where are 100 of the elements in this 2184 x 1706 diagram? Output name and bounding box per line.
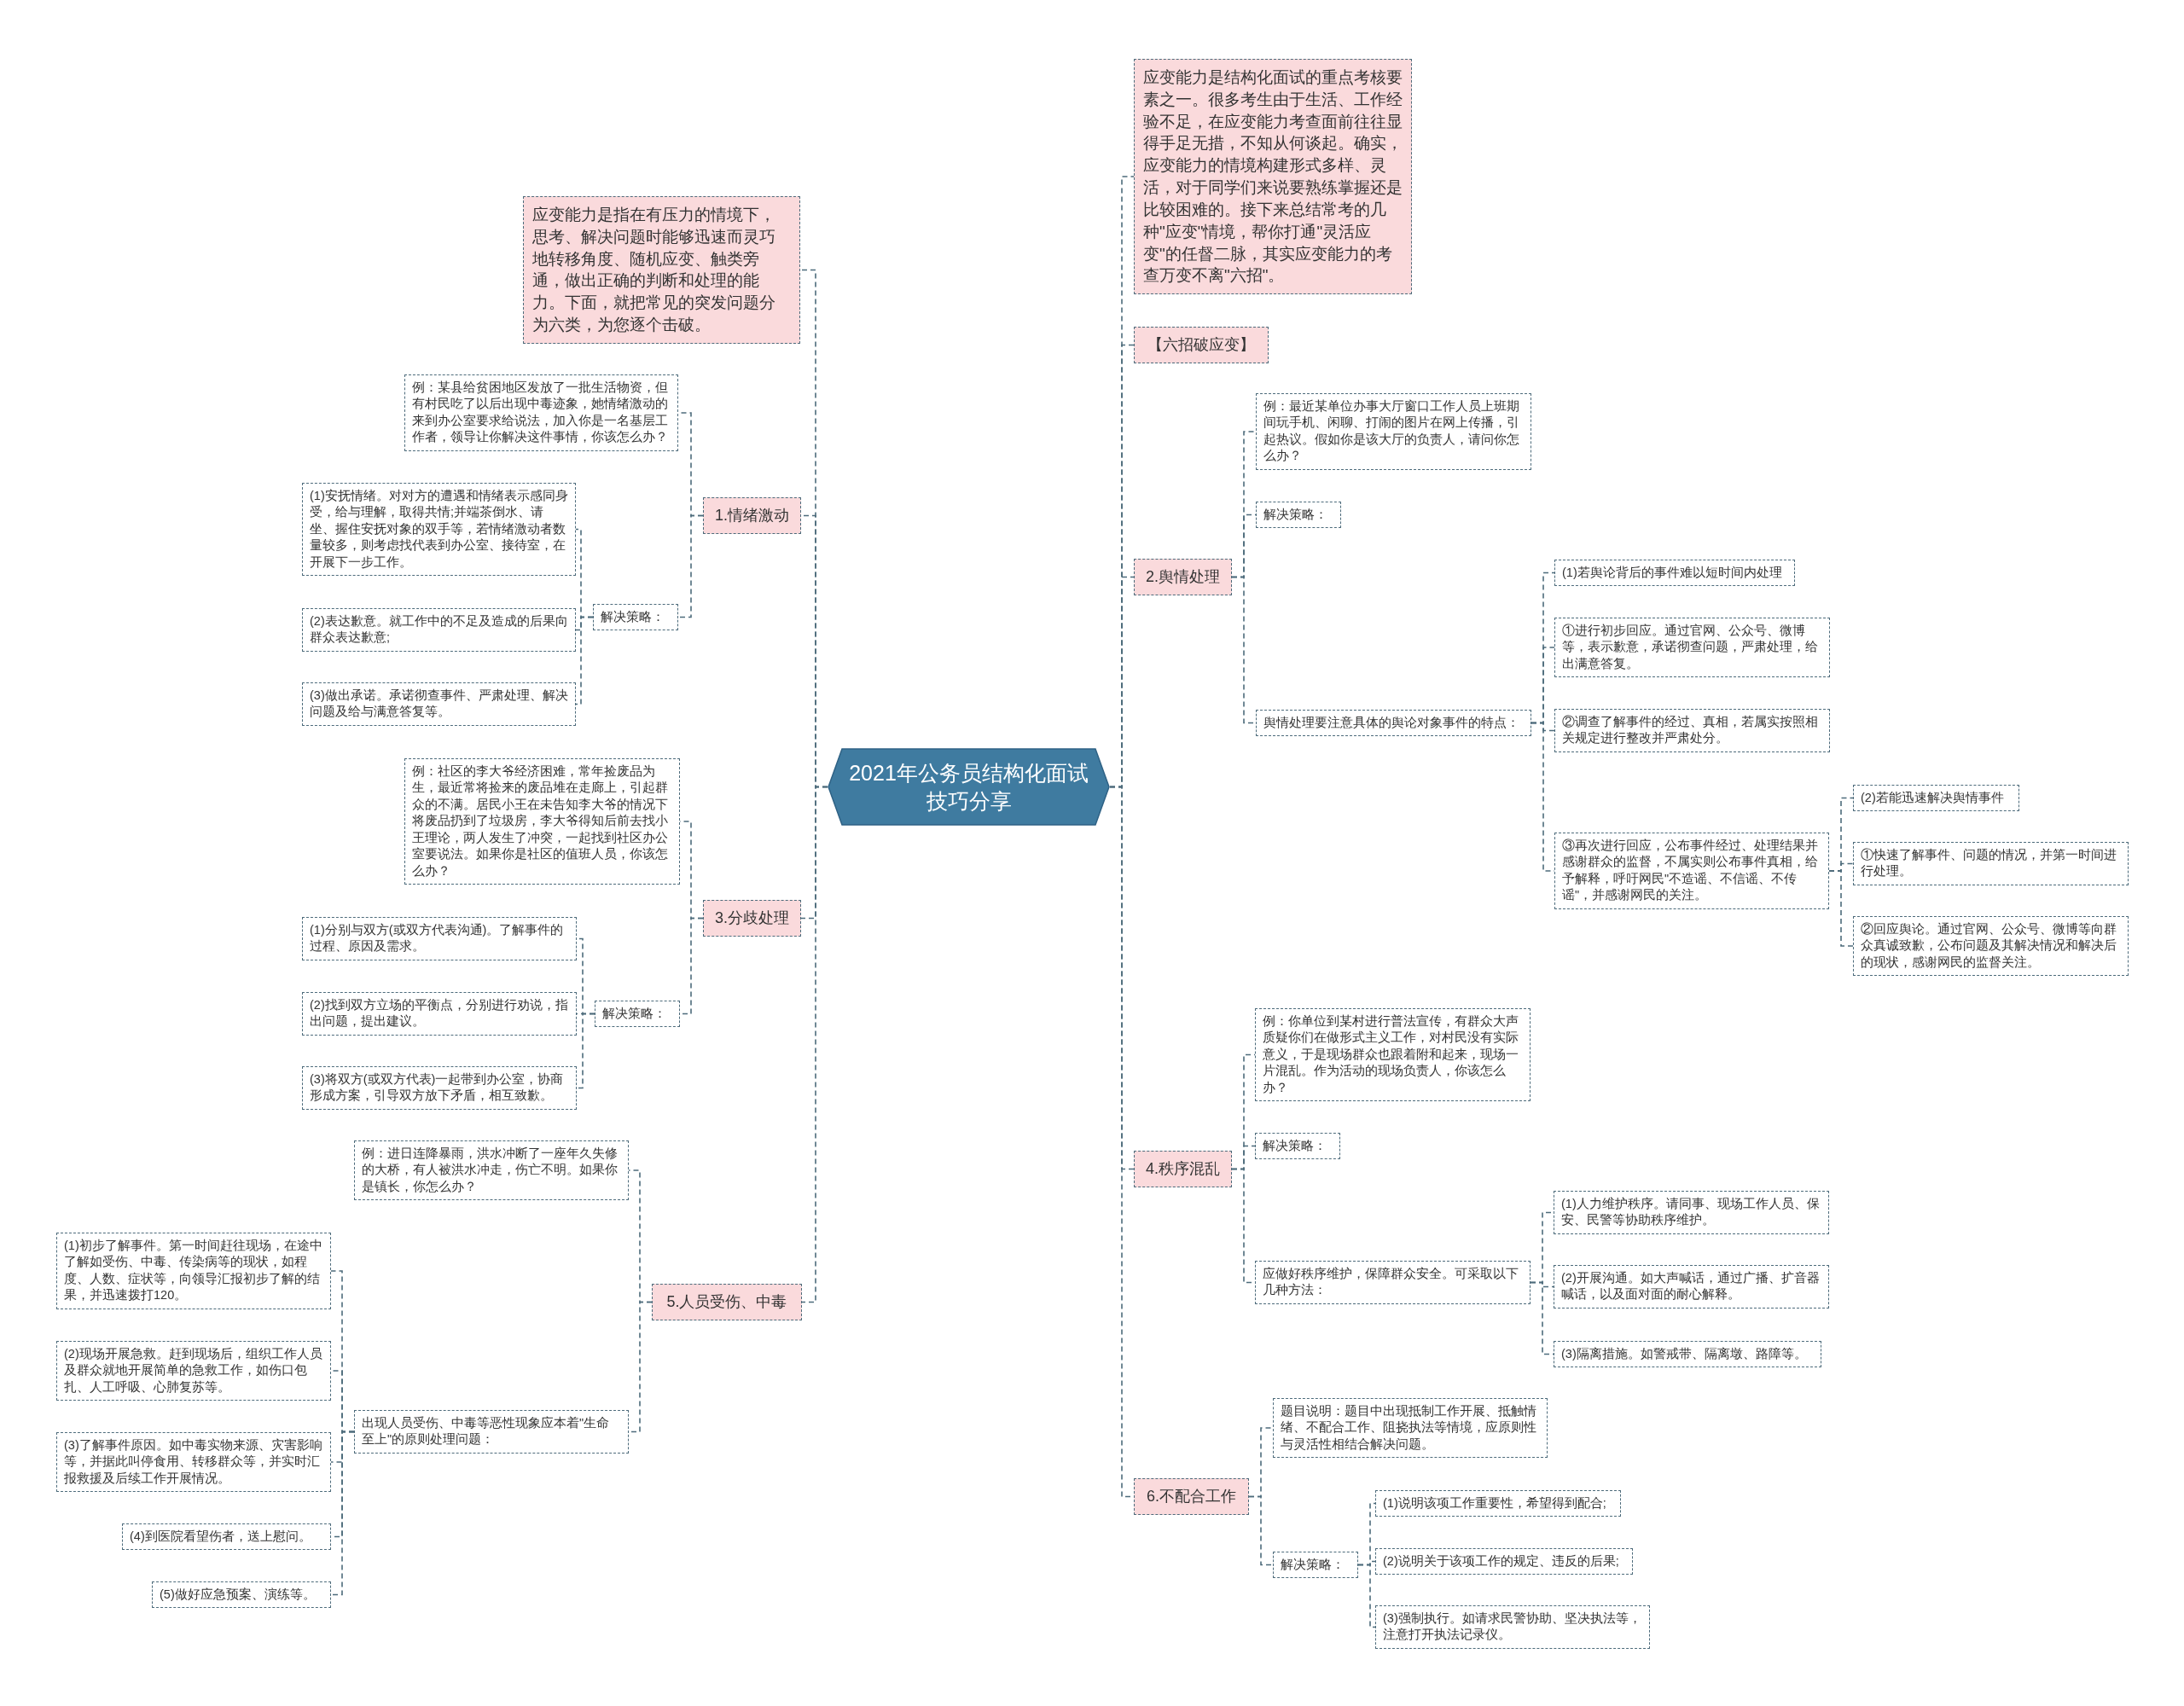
connector-line — [801, 786, 828, 1303]
detail-text: (2)现场开展急救。赶到现场后，组织工作人员及群众就地开展简单的急救工作，如伤口包扎、人工呼吸、心肺复苏等。 — [64, 1346, 323, 1396]
detail-text: (2)说明关于该项工作的规定、违反的后果; — [1383, 1553, 1620, 1570]
detail-text: (3)隔离措施。如警戒带、隔离墩、路障等。 — [1561, 1346, 1808, 1362]
note-text: 应变能力是指在有压力的情境下，思考、解决问题时能够迅速而灵巧地转移角度、随机应变、触类旁通，做出正确的判断和处理的能力。下面，就把常见的突发问题分为六类，为您逐个击破。 — [532, 205, 776, 336]
detail-text: (3)强制执行。如请求民警协助、坚决执法等，注意打开执法记录仪。 — [1383, 1610, 1642, 1644]
detail-box — [1255, 1008, 1531, 1102]
detail-text: (1)分别与双方(或双方代表沟通)。了解事件的过程、原因及需求。 — [310, 922, 565, 955]
detail-text: ①进行初步回应。通过官网、公众号、微博等，表示歉意，承诺彻查问题，严肃处理，给出满意答复。 — [1562, 623, 1819, 672]
detail-box — [354, 1140, 629, 1201]
connector-line — [1248, 1495, 1274, 1566]
branch-label: 1.情绪激动 — [714, 506, 790, 525]
connector-line — [575, 616, 594, 705]
branch-label: 4.秩序混乱 — [1145, 1159, 1221, 1179]
branch-box — [1134, 1151, 1232, 1188]
detail-text: (4)到医院看望伤者，送上慰问。 — [130, 1529, 312, 1545]
detail-box — [1256, 710, 1531, 737]
detail-text: 例：进日连降暴雨，洪水冲断了一座年久失修的大桥，有人被洪水冲走，伤亡不明。如果你是镇长，你怎么办？ — [362, 1146, 619, 1195]
topic-hexagon — [828, 748, 1110, 826]
connector-line — [330, 1430, 355, 1596]
detail-text: 例：最近某单位办事大厅窗口工作人员上班期间玩手机、闲聊、打闹的图片在网上传播，引起热议。假如你是该大厅的负责人，请问你怎么办？ — [1263, 398, 1520, 465]
connector-line — [677, 514, 704, 618]
detail-box — [1273, 1552, 1358, 1579]
detail-box — [1554, 560, 1795, 587]
detail-box — [56, 1432, 331, 1493]
detail-box — [302, 917, 577, 960]
note-text: 应变能力是结构化面试的重点考核要素之一。很多考生由于生活、工作经验不足，在应变能力考查面前往往显得手足无措，不知从何谈起。确实，应变能力的情境构建形式多样、灵活，对于同学们来说要熟练掌握还是比较困难的。接下来总结常考的几种"应变"情境，帮你打通"灵活应变"的任督二脉，其实应变能力的考查万变不离"六招"。 — [1143, 67, 1403, 287]
detail-text: 舆情处理要注意具体的舆论对象事件的特点： — [1263, 715, 1520, 731]
detail-text: ③再次进行回应，公布事件经过、处理结果并感谢群众的监督，不属实则公布事件真相，给予解释，呼吁网民"不造谣、不信谣、不传谣"，并感谢网民的关注。 — [1562, 838, 1819, 904]
detail-box — [1853, 785, 2019, 812]
detail-box — [1554, 833, 1829, 909]
detail-box — [56, 1341, 331, 1401]
connector-line — [1828, 870, 1854, 947]
detail-text: 题目说明：题目中出现抵制工作开展、抵触情绪、不配合工作、阻挠执法等情境，应原则性与灵活性相结合解决问题。 — [1281, 1403, 1537, 1453]
detail-text: (1)说明该项工作重要性，希望得到配合; — [1383, 1495, 1607, 1512]
detail-box — [1375, 1548, 1633, 1575]
branch-label: 【六招破应变】 — [1147, 335, 1256, 355]
branch-box — [703, 497, 801, 535]
detail-text: 解决策略： — [1263, 1138, 1327, 1154]
topic-title: 2021年公务员结构化面试技巧分享 — [848, 759, 1089, 815]
detail-text: 应做好秩序维护，保障群众安全。可采取以下几种方法： — [1263, 1266, 1519, 1299]
detail-text: 解决策略： — [601, 609, 665, 625]
branch-box — [1134, 327, 1269, 364]
detail-text: 例：某县给贫困地区发放了一批生活物资，但有村民吃了以后出现中毒迹象，她情绪激动的来到办公室要求给说法，加入你是一名基层工作者，领导让你解决这件事情，你该怎么办？ — [412, 380, 669, 446]
branch-box — [1134, 559, 1232, 596]
detail-box — [56, 1233, 331, 1309]
detail-text: (2)表达歉意。就工作中的不足及造成的后果向群众表达歉意; — [310, 613, 568, 647]
detail-text: (1)若舆论背后的事件难以短时间内处理 — [1562, 565, 1783, 581]
detail-box — [1256, 393, 1531, 470]
detail-box — [1256, 502, 1341, 529]
detail-box — [302, 992, 577, 1036]
branch-box — [1134, 1478, 1249, 1516]
detail-box — [152, 1581, 331, 1609]
detail-box — [302, 1066, 577, 1110]
branch-label: 6.不配合工作 — [1146, 1487, 1237, 1506]
connector-line — [1357, 1564, 1376, 1628]
detail-box — [593, 604, 678, 631]
detail-box — [1554, 1265, 1829, 1309]
detail-text: (2)找到双方立场的平衡点，分别进行劝说，指出问题，提出建议。 — [310, 997, 569, 1030]
detail-box — [1853, 842, 2129, 885]
connector-line — [576, 1013, 595, 1089]
detail-text: (3)将双方(或双方代表)一起带到办公室，协商形成方案，引导双方放下矛盾，相互致歉。 — [310, 1071, 565, 1105]
detail-text: (2)开展沟通。如大声喊话，通过广播、扩音器喊话，以及面对面的耐心解释。 — [1561, 1270, 1821, 1303]
branch-label: 5.人员受伤、中毒 — [665, 1292, 788, 1312]
detail-box — [404, 374, 678, 451]
detail-text: (3)做出承诺。承诺彻查事件、严肃处理、解决问题及给与满意答复等。 — [310, 688, 568, 721]
detail-text: ②调查了解事件的经过、真相，若属实按照相关规定进行整改并严肃处分。 — [1562, 714, 1819, 747]
detail-text: ②回应舆论。通过官网、公众号、微博等向群众真诚致歉，公布问题及其解决情况和解决后的现状，感谢网民的监督关注。 — [1861, 921, 2117, 971]
detail-box — [595, 1001, 680, 1028]
detail-text: (1)初步了解事件。第一时间赶往现场，在途中了解如受伤、中毒、传染病等的现状，如程度、人数、症状等，向领导汇报初步了解的结果，并迅速拨打120。 — [64, 1238, 323, 1304]
detail-box — [1554, 1191, 1829, 1234]
detail-text: 解决策略： — [1281, 1557, 1345, 1573]
detail-text: (1)安抚情绪。对对方的遭遇和情绪表示感同身受，给与理解，取得共情;并端茶倒水、请坐、握住安抚对象的双手等，若情绪激动者数量较多，则考虑找代表到办公室、接待室，在开展下一步工作。 — [310, 488, 568, 571]
detail-box — [1554, 1341, 1821, 1368]
detail-box — [354, 1410, 629, 1454]
detail-text: (1)人力维护秩序。请同事、现场工作人员、保安、民警等协助秩序维护。 — [1561, 1196, 1821, 1229]
detail-text: 出现人员受伤、中毒等恶性现象应本着"生命至上"的原则处理问题： — [362, 1415, 611, 1448]
detail-box — [1375, 1605, 1650, 1649]
detail-text: 解决策略： — [602, 1006, 667, 1022]
detail-box — [1554, 618, 1830, 678]
detail-box — [1255, 1261, 1531, 1304]
detail-text: ①快速了解事件、问题的情况，并第一时间进行处理。 — [1861, 847, 2117, 880]
detail-text: (3)了解事件原因。如中毒实物来源、灾害影响等，并据此叫停食用、转移群众等，并实时汇报救援及后续工作开展情况。 — [64, 1437, 323, 1487]
detail-text: 例：社区的李大爷经济困难，常年捡废品为生，最近常将捡来的废品堆在走廊上，引起群众的不满。居民小王在未告知李大爷的情况下将废品扔到了垃圾房，李大爷得知后前去找小王理论，两人发生了冲突，一起找到社区办公室要说法。如果你是社区的值班人员，你该怎么办？ — [412, 763, 669, 879]
detail-box — [122, 1523, 331, 1551]
branch-box — [703, 900, 801, 937]
branch-label: 3.分歧处理 — [714, 908, 790, 928]
detail-box — [302, 483, 576, 577]
detail-text: (2)若能迅速解决舆情事件 — [1861, 790, 2005, 806]
note-box — [523, 196, 800, 344]
detail-text: 例：你单位到某村进行普法宣传，有群众大声质疑你们在做形式主义工作，对村民没有实际意义，于是现场群众也跟着附和起来，现场一片混乱。作为活动的现场负责人，你该怎么办？ — [1263, 1013, 1519, 1096]
branch-box — [652, 1284, 802, 1321]
detail-box — [1273, 1398, 1548, 1459]
detail-text: 解决策略： — [1263, 507, 1328, 523]
branch-label: 2.舆情处理 — [1145, 567, 1221, 587]
detail-box — [1255, 1133, 1340, 1160]
detail-box — [302, 608, 576, 652]
detail-text: (5)做好应急预案、演练等。 — [160, 1587, 317, 1603]
detail-box — [1853, 916, 2129, 977]
detail-box — [302, 682, 576, 726]
